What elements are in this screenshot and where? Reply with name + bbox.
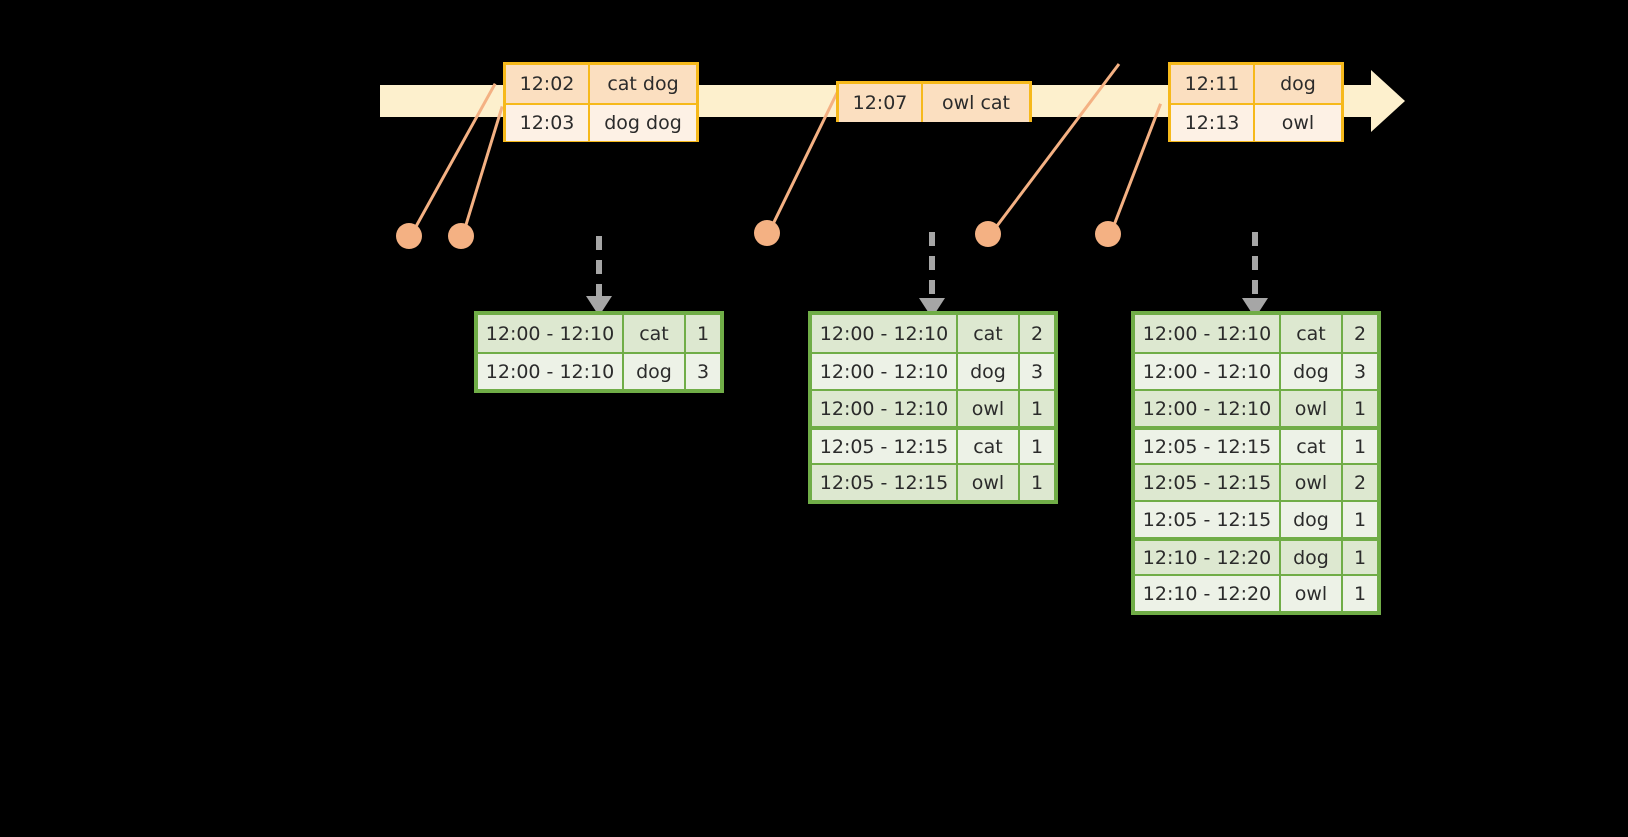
cell-window: 12:05 - 12:15 bbox=[1135, 465, 1281, 500]
connector-dot-4 bbox=[975, 221, 1001, 247]
cell-window: 12:00 - 12:10 bbox=[478, 354, 624, 389]
cell-word: dog bbox=[624, 354, 686, 389]
cell-count: 1 bbox=[1020, 430, 1054, 463]
cell-word: cat bbox=[1281, 430, 1343, 463]
dashed-arrow-1-shaft bbox=[596, 236, 602, 298]
event-time: 12:07 bbox=[839, 84, 923, 122]
event-row[interactable]: 12:07 owl cat bbox=[839, 84, 1029, 122]
cell-count: 1 bbox=[1343, 576, 1377, 611]
cell-window: 12:05 - 12:15 bbox=[812, 465, 958, 500]
cell-count: 1 bbox=[1343, 430, 1377, 463]
cell-window: 12:00 - 12:10 bbox=[812, 315, 958, 352]
cell-window: 12:00 - 12:10 bbox=[812, 391, 958, 426]
cell-word: cat bbox=[1281, 315, 1343, 352]
connector-dot-1 bbox=[396, 223, 422, 249]
dashed-arrow-3-shaft bbox=[1252, 232, 1258, 300]
cell-word: owl bbox=[1281, 391, 1343, 426]
cell-word: cat bbox=[958, 430, 1020, 463]
cell-count: 2 bbox=[1343, 465, 1377, 500]
event-words: cat dog bbox=[590, 65, 696, 103]
event-row[interactable]: 12:03 dog dog bbox=[506, 103, 696, 141]
event-time: 12:03 bbox=[506, 105, 590, 141]
cell-count: 3 bbox=[686, 354, 720, 389]
event-time: 12:13 bbox=[1171, 105, 1255, 141]
connector-dot-2 bbox=[448, 223, 474, 249]
event-time: 12:11 bbox=[1171, 65, 1255, 103]
event-group-3[interactable]: 12:11 dog 12:13 owl bbox=[1168, 62, 1344, 142]
cell-count: 3 bbox=[1020, 354, 1054, 389]
cell-word: dog bbox=[1281, 502, 1343, 537]
cell-window: 12:10 - 12:20 bbox=[1135, 576, 1281, 611]
cell-count: 1 bbox=[1020, 465, 1054, 500]
cell-word: dog bbox=[1281, 354, 1343, 389]
event-group-2[interactable]: 12:07 owl cat bbox=[836, 81, 1032, 122]
cell-word: owl bbox=[958, 391, 1020, 426]
cell-window: 12:05 - 12:15 bbox=[1135, 430, 1281, 463]
cell-count: 1 bbox=[1343, 391, 1377, 426]
cell-window: 12:00 - 12:10 bbox=[812, 354, 958, 389]
timeline-arrowhead bbox=[1371, 70, 1405, 132]
dashed-arrow-2-shaft bbox=[929, 232, 935, 300]
cell-count: 2 bbox=[1343, 315, 1377, 352]
cell-word: dog bbox=[1281, 541, 1343, 574]
cell-window: 12:00 - 12:10 bbox=[478, 315, 624, 352]
connector-dot-5 bbox=[1095, 221, 1121, 247]
event-row[interactable]: 12:13 owl bbox=[1171, 103, 1341, 141]
event-words: dog dog bbox=[590, 105, 696, 141]
connector-dot-3 bbox=[754, 220, 780, 246]
cell-window: 12:10 - 12:20 bbox=[1135, 541, 1281, 574]
cell-word: owl bbox=[958, 465, 1020, 500]
cell-count: 1 bbox=[1343, 502, 1377, 537]
cell-word: cat bbox=[624, 315, 686, 352]
event-time: 12:02 bbox=[506, 65, 590, 103]
cell-word: owl bbox=[1281, 576, 1343, 611]
cell-word: cat bbox=[958, 315, 1020, 352]
event-group-1[interactable]: 12:02 cat dog 12:03 dog dog bbox=[503, 62, 699, 142]
cell-word: owl bbox=[1281, 465, 1343, 500]
cell-window: 12:00 - 12:10 bbox=[1135, 391, 1281, 426]
event-row[interactable]: 12:02 cat dog bbox=[506, 65, 696, 103]
cell-word: dog bbox=[958, 354, 1020, 389]
event-words: owl cat bbox=[923, 84, 1029, 122]
cell-count: 1 bbox=[1020, 391, 1054, 426]
cell-count: 3 bbox=[1343, 354, 1377, 389]
cell-count: 1 bbox=[1343, 541, 1377, 574]
event-row[interactable]: 12:11 dog bbox=[1171, 65, 1341, 103]
event-words: owl bbox=[1255, 105, 1341, 141]
leader-line-2 bbox=[461, 105, 504, 237]
leader-line-5 bbox=[1109, 103, 1162, 236]
cell-window: 12:00 - 12:10 bbox=[1135, 315, 1281, 352]
cell-count: 2 bbox=[1020, 315, 1054, 352]
cell-window: 12:00 - 12:10 bbox=[1135, 354, 1281, 389]
cell-count: 1 bbox=[686, 315, 720, 352]
cell-window: 12:05 - 12:15 bbox=[1135, 502, 1281, 537]
event-words: dog bbox=[1255, 65, 1341, 103]
cell-window: 12:05 - 12:15 bbox=[812, 430, 958, 463]
